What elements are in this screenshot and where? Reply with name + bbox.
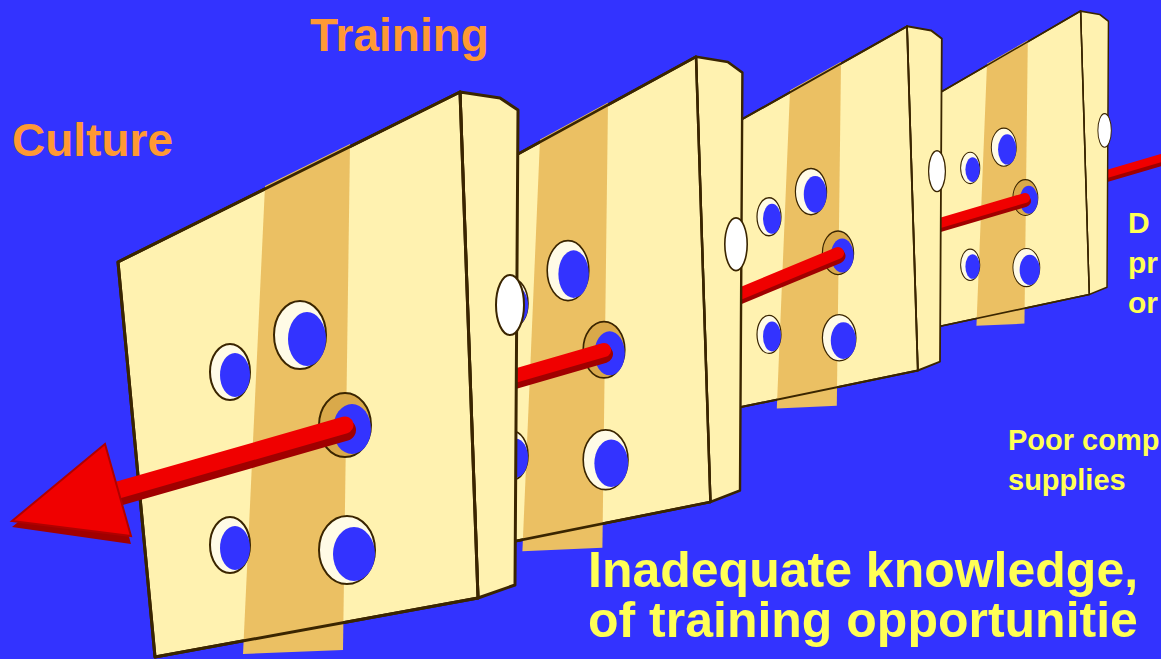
factor-heading: Training — [310, 8, 570, 62]
factor-heading: Culture — [12, 113, 252, 167]
hazard-note: D pr or — [1128, 203, 1161, 323]
hazard-note: Inadequate knowledge, of training opport… — [588, 545, 1161, 645]
cheese-slice — [118, 92, 524, 657]
arrow-head — [12, 425, 345, 544]
hazard-note: Poor comp supplies — [1008, 420, 1161, 500]
